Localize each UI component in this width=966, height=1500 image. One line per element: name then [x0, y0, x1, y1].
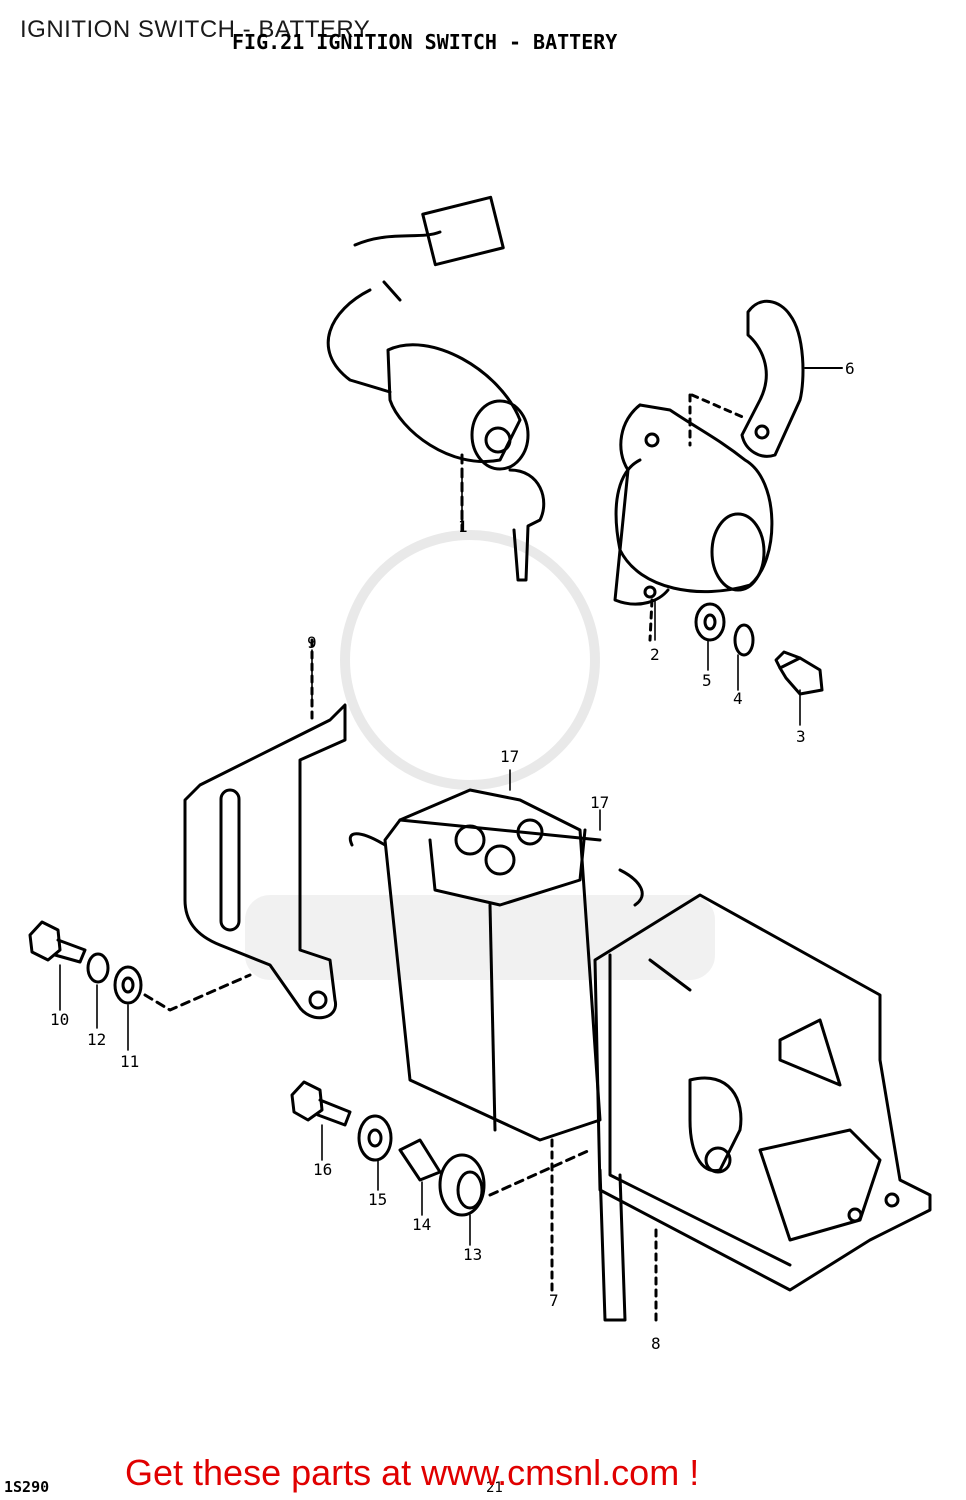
figure-title: FIG.21 IGNITION SWITCH - BATTERY	[232, 30, 618, 54]
part-label-17a: 17	[500, 747, 519, 766]
overlay-title: IGNITION SWITCH - BATTERY	[20, 16, 371, 43]
part-label-5: 5	[702, 671, 712, 690]
part-label-6: 6	[845, 359, 855, 378]
battery	[348, 788, 644, 1292]
leader-lines	[59, 474, 801, 1246]
switch-cover	[740, 300, 843, 458]
part-label-13: 13	[463, 1245, 482, 1264]
watermark-logo	[245, 530, 715, 980]
part-label-3: 3	[796, 727, 806, 746]
drawing-code: 1S290	[4, 1478, 50, 1496]
battery-case	[593, 893, 932, 1322]
page-figure-number: 21	[486, 1480, 503, 1496]
part-label-17b: 17	[590, 793, 609, 812]
part-label-8: 8	[651, 1334, 661, 1353]
part-label-16: 16	[313, 1160, 332, 1179]
ignition-switch	[326, 195, 546, 582]
part-label-4: 4	[733, 689, 743, 708]
switch-housing	[613, 393, 774, 642]
fastener-set-left	[28, 920, 252, 1012]
fastener-set-lower	[290, 1080, 592, 1217]
part-label-2: 2	[650, 645, 660, 664]
fastener-set-upper	[694, 602, 824, 696]
part-label-10: 10	[50, 1010, 69, 1029]
part-label-15: 15	[368, 1190, 387, 1209]
part-label-11: 11	[120, 1052, 139, 1071]
part-label-12: 12	[87, 1030, 106, 1049]
part-label-1: 1	[458, 517, 468, 536]
part-label-7: 7	[549, 1291, 559, 1310]
parts-link[interactable]: Get these parts at www.cmsnl.com !	[125, 1452, 700, 1493]
part-label-9: 9	[307, 633, 317, 652]
part-label-14: 14	[412, 1215, 431, 1234]
